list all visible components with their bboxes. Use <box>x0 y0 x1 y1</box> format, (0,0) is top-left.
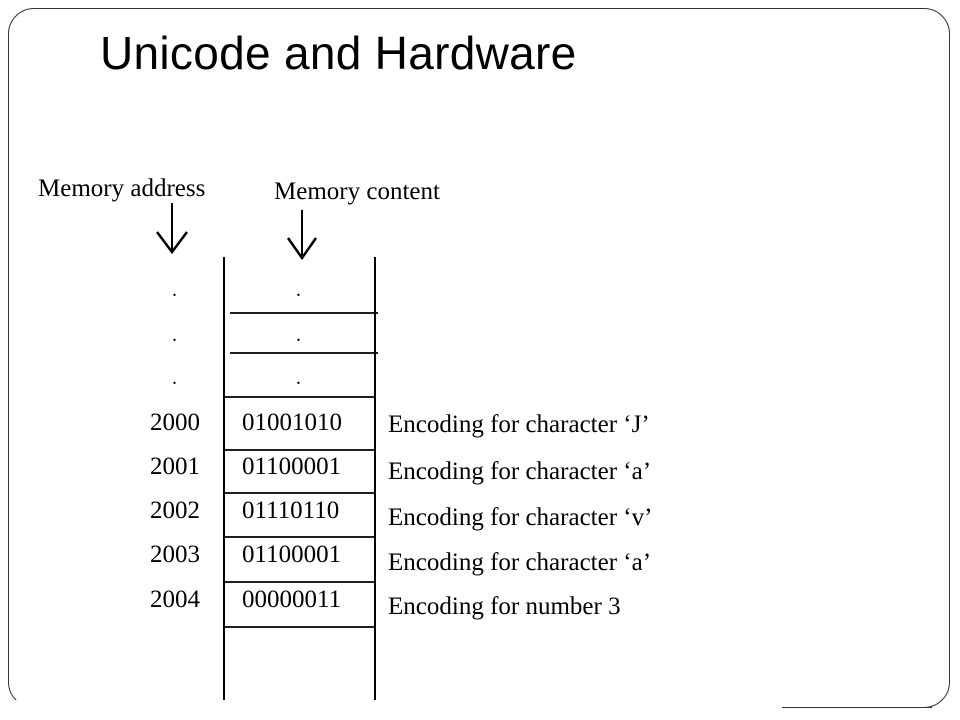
row-address: 2001 <box>150 453 200 480</box>
ellipsis-address: . <box>172 367 177 389</box>
memory-content-label: Memory content <box>274 178 440 205</box>
ellipsis-address: . <box>172 279 177 301</box>
row-content: 01110110 <box>242 497 339 524</box>
ellipsis-content: . <box>296 367 301 389</box>
ellipsis-content: . <box>296 279 301 301</box>
memory-address-label: Memory address <box>38 175 205 202</box>
cell-separators <box>224 312 378 628</box>
frame-gap <box>12 700 782 712</box>
row-content: 01100001 <box>242 453 341 480</box>
slide-title: Unicode and Hardware <box>100 27 577 79</box>
row-description: Encoding for character ‘J’ <box>388 411 650 438</box>
row-content: 01100001 <box>242 541 341 568</box>
row-address: 2004 <box>150 586 201 613</box>
row-address: 2002 <box>150 497 200 524</box>
row-content: 00000011 <box>242 586 341 613</box>
row-description: Encoding for character ‘a’ <box>388 458 651 485</box>
address-arrow-icon <box>156 203 188 255</box>
row-content: 01001010 <box>242 409 342 436</box>
row-address: 2003 <box>150 541 200 568</box>
row-description: Encoding for character ‘a’ <box>388 549 651 576</box>
row-description: Encoding for character ‘v’ <box>388 504 652 531</box>
content-arrow-icon <box>286 210 318 261</box>
ellipsis-content: . <box>296 324 301 346</box>
row-address: 2000 <box>150 409 200 436</box>
row-description: Encoding for number 3 <box>388 593 621 620</box>
frame-underline <box>782 707 932 708</box>
ellipsis-address: . <box>172 324 177 346</box>
slide-frame <box>8 8 950 708</box>
